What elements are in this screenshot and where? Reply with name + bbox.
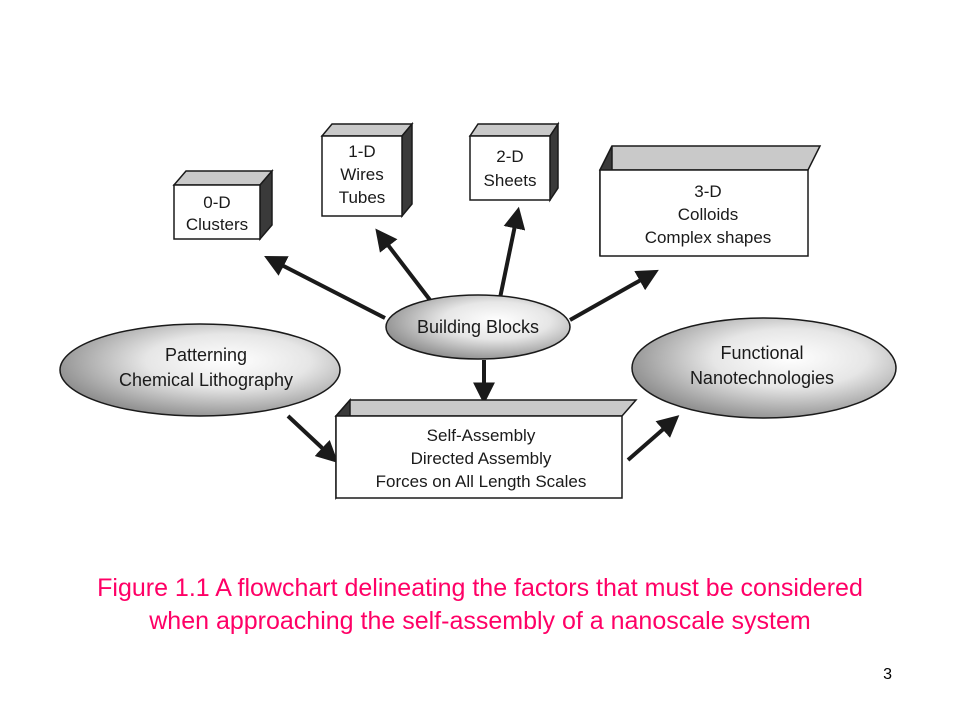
arrows [264,206,680,464]
arrow-to-0d [264,255,386,320]
box-0d: 0-D Clusters [172,168,274,242]
box-center-line-2: Directed Assembly [411,449,552,468]
caption-line-1: Figure 1.1 A flowchart delineating the f… [97,574,863,602]
patterning-line-2: Chemical Lithography [119,370,293,390]
page-number: 3 [883,666,892,683]
arrow-center-to-functional [626,415,680,462]
box-3d-line-1: 3-D [694,182,721,201]
arrow-to-2d [498,206,526,299]
box-1d-line-1: 1-D [348,142,375,161]
ellipse-patterning: Patterning Chemical Lithography [59,323,341,417]
arrow-to-3d [569,269,659,322]
box-1d: 1-D Wires Tubes [320,121,414,219]
box-self-assembly: Self-Assembly Directed Assembly Forces o… [334,398,638,500]
box-2d-line-1: 2-D [496,147,523,166]
box-center-line-1: Self-Assembly [427,426,536,445]
caption-line-2: when approaching the self-assembly of a … [149,607,811,635]
box-0d-line-1: 0-D [203,193,230,212]
building-blocks-label: Building Blocks [417,317,539,337]
box-1d-line-2: Wires [340,165,383,184]
box-2d: 2-D Sheets [468,121,560,203]
box-3d-line-3: Complex shapes [645,228,772,247]
box-0d-line-2: Clusters [186,215,248,234]
ellipse-building-blocks: Building Blocks [385,294,571,360]
functional-line-1: Functional [720,343,803,363]
box-center-line-3: Forces on All Length Scales [376,472,587,491]
arrow-patterning-to-center [286,414,339,464]
box-3d-line-2: Colloids [678,205,738,224]
box-1d-line-3: Tubes [339,188,386,207]
figure-caption: Figure 1.1 A flowchart delineating the f… [40,572,920,638]
flowchart-diagram: 0-D Clusters 1-D Wires Tubes 2-D Sheets … [59,121,897,500]
functional-line-2: Nanotechnologies [690,368,834,388]
patterning-line-1: Patterning [165,345,247,365]
ellipse-functional: Functional Nanotechnologies [631,317,897,419]
arrow-to-1d [375,228,432,302]
box-2d-line-2: Sheets [484,171,537,190]
box-3d: 3-D Colloids Complex shapes [598,145,822,257]
